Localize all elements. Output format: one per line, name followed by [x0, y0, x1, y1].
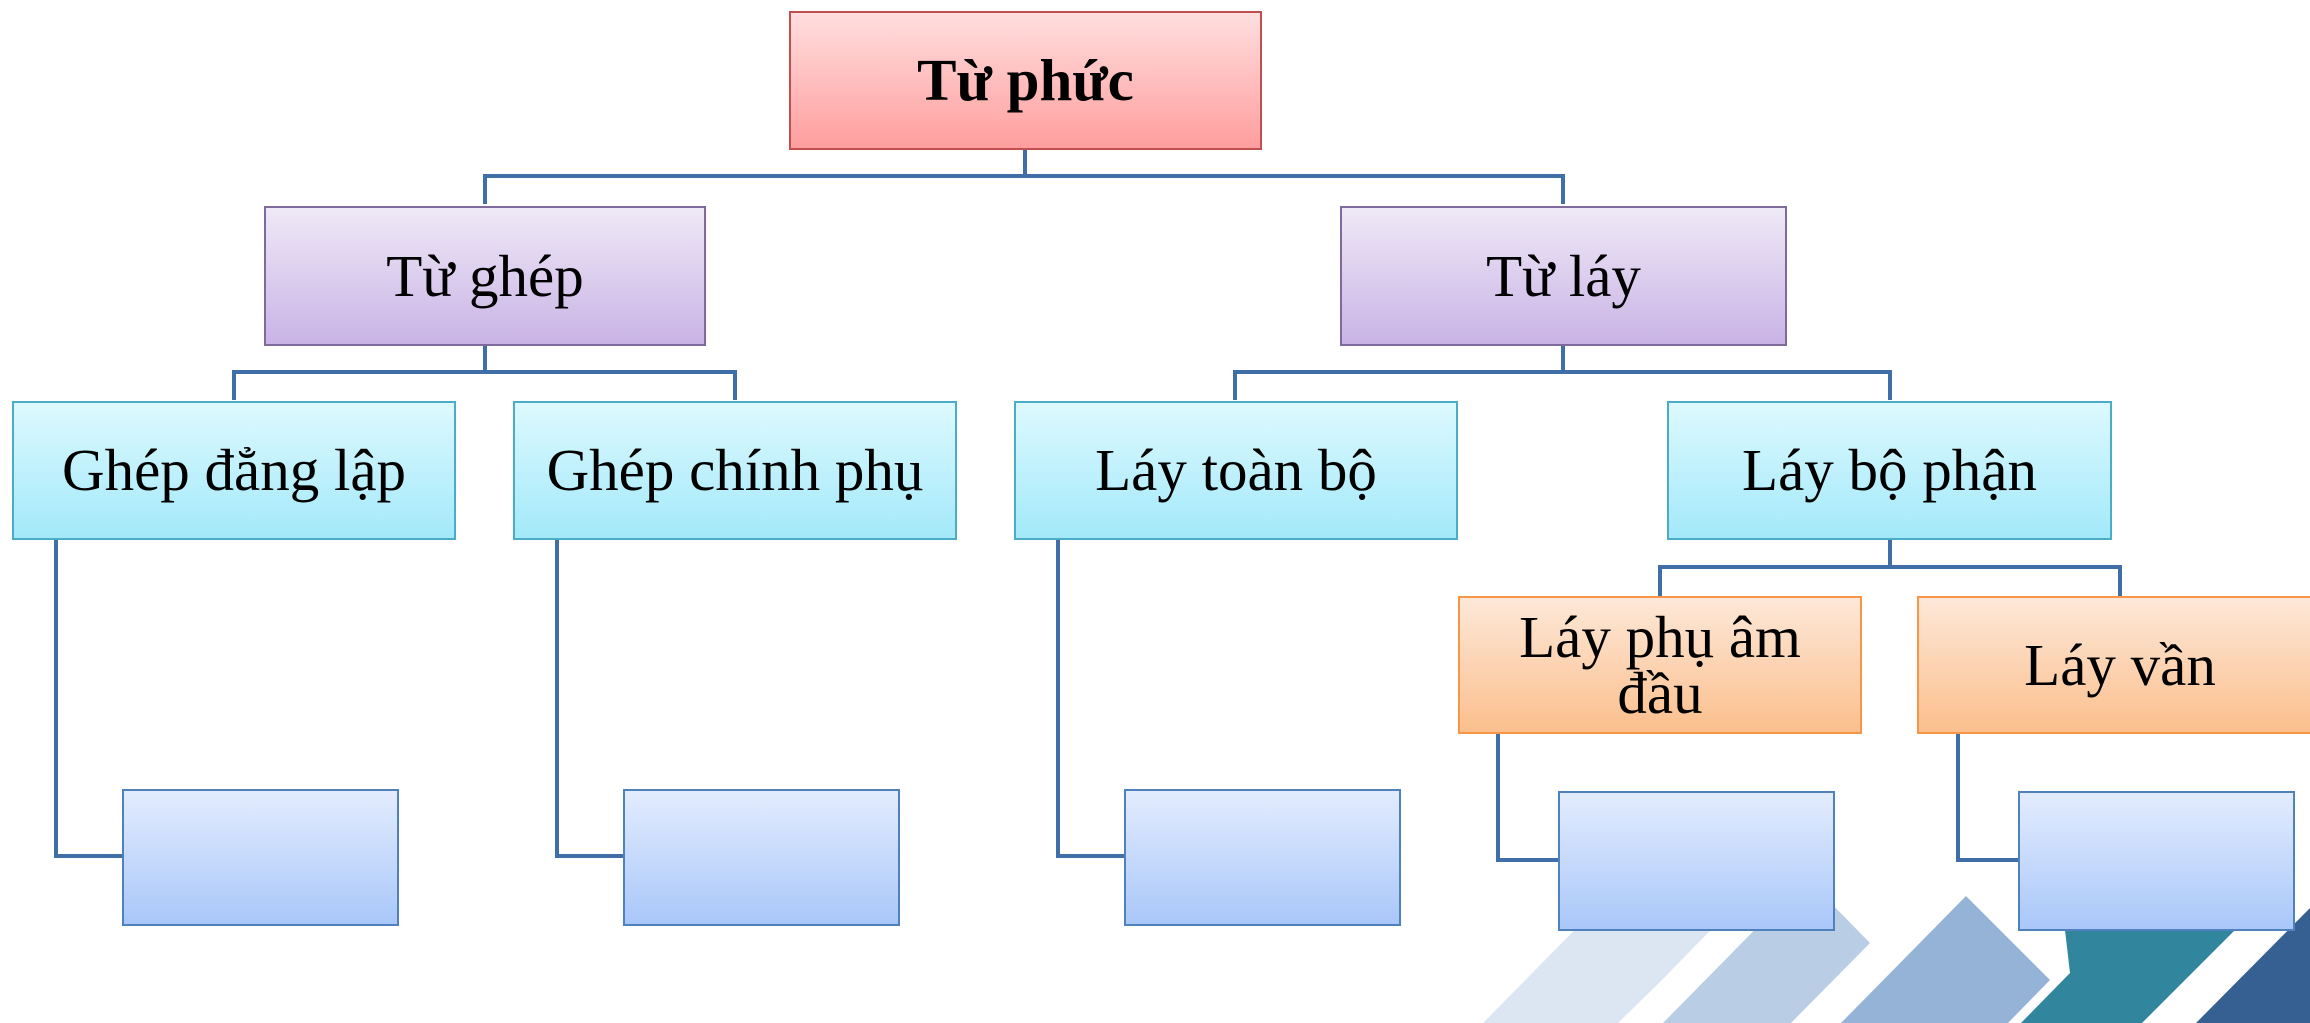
- node-label: Ghép đẳng lập: [61, 437, 407, 503]
- leaf-box-ghep-dang-lap[interactable]: [122, 789, 399, 926]
- node-tu-ghep: Từ ghép: [264, 206, 706, 346]
- connector-lay-toan-bo-to-leaf: [1056, 540, 1126, 858]
- node-label: Ghép chính phụ: [546, 437, 924, 503]
- connector-lay-bo-phan-to-lay-van: [1890, 565, 2122, 596]
- connector-ghep-dang-lap-to-leaf: [54, 540, 124, 858]
- node-lay-toan-bo: Láy toàn bộ: [1014, 401, 1458, 540]
- connector-tu-ghep-to-ghep-chinh-phu: [485, 370, 737, 400]
- node-lay-phu-am-dau: Láy phụ âm đầu: [1458, 596, 1862, 734]
- decor-triangle-4: [2021, 930, 2235, 1023]
- connector-ghep-chinh-phu-to-leaf: [555, 540, 625, 858]
- node-label: Từ phức: [917, 47, 1134, 113]
- node-lay-van: Láy vần: [1917, 596, 2310, 734]
- node-tu-lay: Từ láy: [1340, 206, 1787, 346]
- connector-root-to-tu-ghep: [483, 150, 1027, 204]
- leaf-box-lay-toan-bo[interactable]: [1124, 789, 1401, 926]
- node-label: Láy bộ phận: [1742, 437, 2037, 503]
- node-label: Láy vần: [2024, 631, 2216, 698]
- node-label: Láy toàn bộ: [1095, 437, 1377, 503]
- node-label: Láy phụ âm đầu: [1519, 603, 1801, 726]
- node-label: Từ láy: [1486, 242, 1641, 309]
- connector-tu-ghep-to-ghep-dang-lap: [232, 346, 487, 400]
- leaf-box-lay-van[interactable]: [2018, 791, 2295, 931]
- node-ghep-dang-lap: Ghép đẳng lập: [12, 401, 456, 540]
- connector-tu-lay-to-lay-bo-phan: [1563, 370, 1892, 400]
- connector-lay-bo-phan-to-lay-phu-am-dau: [1658, 540, 1892, 596]
- node-tu-phuc: Từ phức: [789, 11, 1262, 150]
- connector-lay-van-to-leaf: [1956, 734, 2020, 862]
- node-lay-bo-phan: Láy bộ phận: [1667, 401, 2112, 540]
- decor-triangle-5: [2196, 908, 2310, 1023]
- leaf-box-ghep-chinh-phu[interactable]: [623, 789, 900, 926]
- node-ghep-chinh-phu: Ghép chính phụ: [513, 401, 957, 540]
- node-label: Từ ghép: [386, 242, 584, 309]
- connector-tu-lay-to-lay-toan-bo: [1233, 346, 1565, 400]
- connector-root-to-tu-lay: [1025, 174, 1565, 204]
- decor-triangle-3: [1841, 896, 2050, 1023]
- connector-lay-phu-am-dau-to-leaf: [1496, 734, 1560, 862]
- leaf-box-lay-phu-am-dau[interactable]: [1558, 791, 1835, 931]
